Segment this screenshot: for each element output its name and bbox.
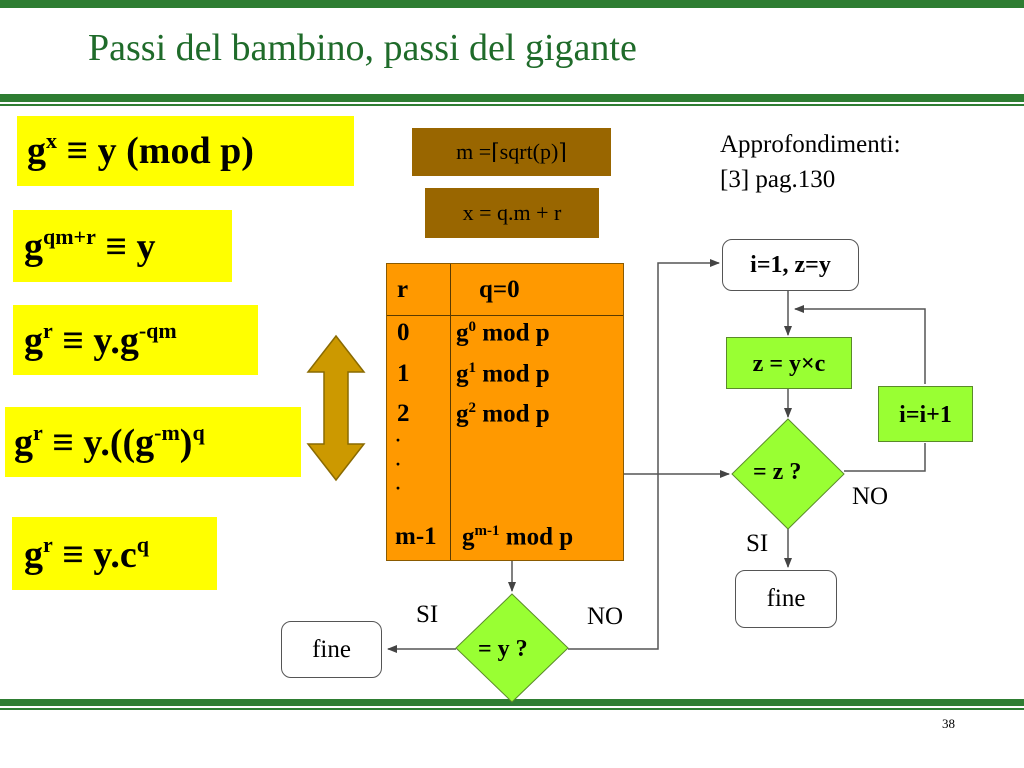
table-row-value: g0 mod p bbox=[456, 319, 550, 347]
init-box: i=1, z=y bbox=[722, 239, 859, 291]
table-divider bbox=[450, 264, 451, 560]
x-definition-box: x = q.m + r bbox=[425, 188, 599, 238]
table-header-q: q=0 bbox=[479, 276, 520, 303]
no-label-left: NO bbox=[587, 603, 624, 630]
table-row-r: 2 bbox=[397, 400, 410, 427]
table-row-r: 1 bbox=[397, 360, 410, 387]
equation-4: gr ≡ y.((g-m)q bbox=[5, 407, 301, 477]
references: Approfondimenti: [3] pag.130 bbox=[720, 127, 901, 197]
m-definition-box: m =⌈sqrt(p)⌉ bbox=[412, 128, 611, 176]
title-underline-thin bbox=[0, 104, 1024, 106]
table-row-value: g1 mod p bbox=[456, 360, 550, 388]
reference-citation: [3] pag.130 bbox=[720, 166, 836, 193]
table-ellipsis-dot: · bbox=[395, 430, 402, 450]
table-header-line bbox=[387, 315, 623, 316]
decision-label-right: = z ? bbox=[753, 459, 802, 485]
equation-5: gr ≡ y.cq bbox=[12, 517, 217, 590]
yes-label-right: SI bbox=[746, 530, 769, 557]
slide-title: Passi del bambino, passi del gigante bbox=[88, 27, 637, 69]
equation-3: gr ≡ y.g-qm bbox=[13, 305, 258, 375]
decision-diamond-right bbox=[731, 418, 845, 530]
title-underline-bar bbox=[0, 94, 1024, 102]
table-ellipsis-dot: · bbox=[395, 454, 402, 474]
reference-heading: Approfondimenti: bbox=[720, 131, 901, 158]
compute-box: z = y×c bbox=[726, 337, 852, 389]
decision-diamond-left bbox=[455, 593, 569, 703]
table-ellipsis-dot: · bbox=[395, 478, 402, 498]
table-row-value: g2 mod p bbox=[456, 400, 550, 428]
decision-label-left: = y ? bbox=[478, 636, 528, 662]
increment-box: i=i+1 bbox=[878, 386, 973, 442]
bottom-border-thin bbox=[0, 708, 1024, 710]
no-label-right: NO bbox=[852, 483, 889, 510]
top-border-bar bbox=[0, 0, 1024, 8]
equation-2: gqm+r ≡ y bbox=[13, 210, 232, 282]
table-header-r: r bbox=[397, 276, 409, 303]
page-number: 38 bbox=[942, 716, 955, 731]
baby-steps-table: r q=0 0 g0 mod p 1 g1 mod p 2 g2 mod p ·… bbox=[386, 263, 624, 561]
yes-label-left: SI bbox=[416, 601, 439, 628]
end-box-right: fine bbox=[735, 570, 837, 628]
table-row-r: m-1 bbox=[395, 523, 437, 550]
double-arrow-icon bbox=[306, 334, 366, 482]
end-box-left: fine bbox=[281, 621, 382, 678]
table-row-value: gm-1 mod p bbox=[462, 523, 574, 551]
table-row-r: 0 bbox=[397, 319, 410, 346]
equation-1: gx ≡ y (mod p) bbox=[17, 116, 354, 186]
